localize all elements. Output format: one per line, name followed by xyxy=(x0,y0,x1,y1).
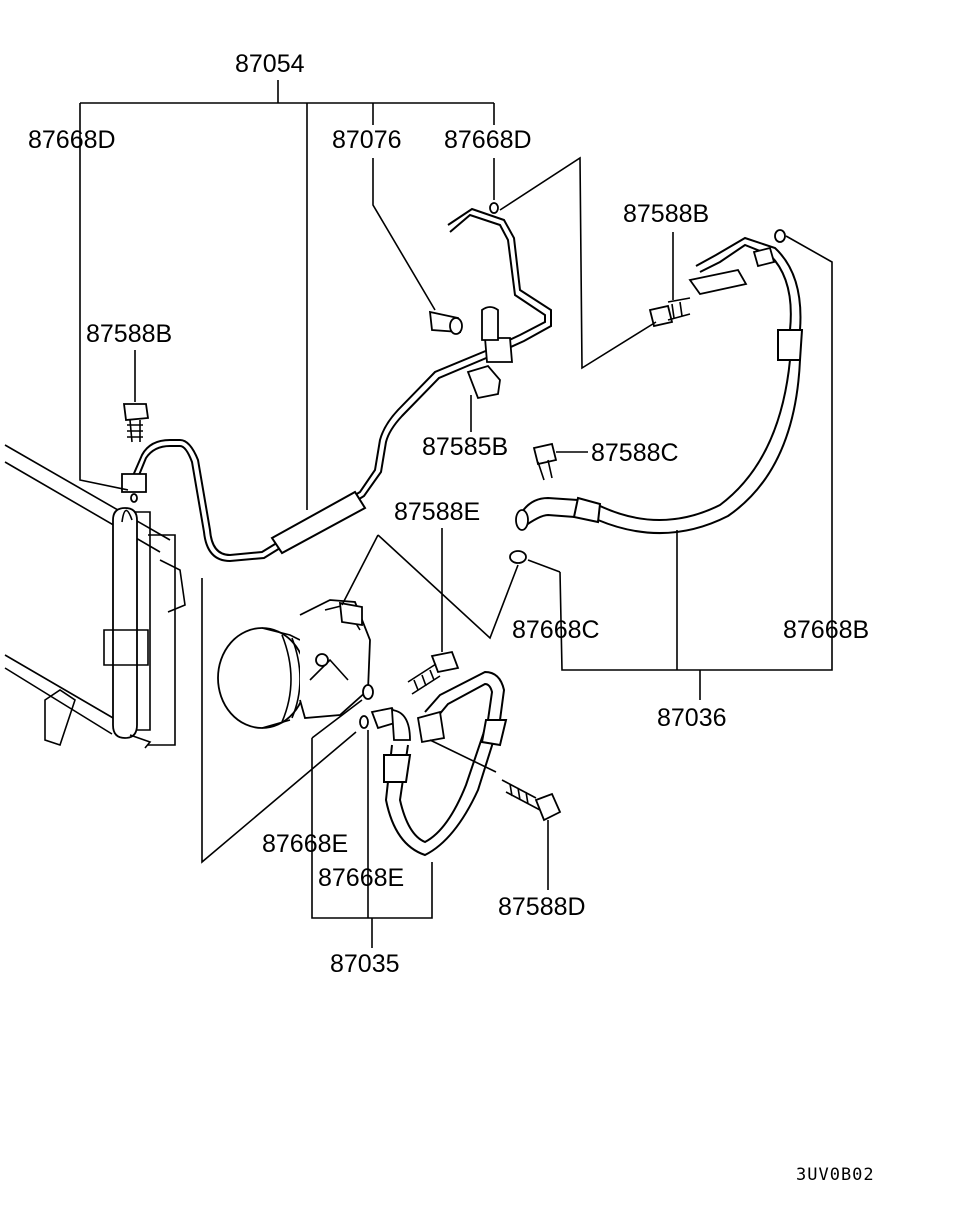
label-87036: 87036 xyxy=(657,704,727,732)
compressor xyxy=(217,599,371,729)
label-87668E-a: 87668E xyxy=(262,830,348,858)
o-ring-87668D-left xyxy=(130,493,138,503)
label-87035: 87035 xyxy=(330,950,400,978)
label-87668C: 87668C xyxy=(512,616,600,644)
label-87668D-right: 87668D xyxy=(444,126,532,154)
discharge-hose xyxy=(359,670,508,857)
liquid-pipe xyxy=(121,207,552,563)
label-87588C: 87588C xyxy=(591,439,679,467)
leader-lines xyxy=(79,80,833,948)
label-87588D: 87588D xyxy=(498,893,586,921)
label-87054: 87054 xyxy=(235,50,305,78)
o-ring-87668C xyxy=(509,550,527,564)
bolt-87588E xyxy=(407,650,460,695)
label-87668D-left: 87668D xyxy=(28,126,116,154)
suction-hose xyxy=(515,236,804,534)
label-87668E-b: 87668E xyxy=(318,864,404,892)
o-ring-87668D-top xyxy=(489,202,499,214)
condenser-assembly xyxy=(4,444,186,749)
bolt-87588B-left xyxy=(122,403,150,443)
diagram-code: 3UV0B02 xyxy=(796,1165,875,1185)
label-87076: 87076 xyxy=(332,126,402,154)
o-ring-87668B xyxy=(774,229,786,243)
bolt-87588C xyxy=(532,442,558,481)
label-87588B-top: 87588B xyxy=(623,200,709,228)
label-87588B-left: 87588B xyxy=(86,320,172,348)
bolt-87588D xyxy=(501,779,562,822)
label-87668B: 87668B xyxy=(783,616,869,644)
label-87588E: 87588E xyxy=(394,498,480,526)
pressure-switch-87076 xyxy=(428,310,463,335)
label-87585B: 87585B xyxy=(422,433,508,461)
